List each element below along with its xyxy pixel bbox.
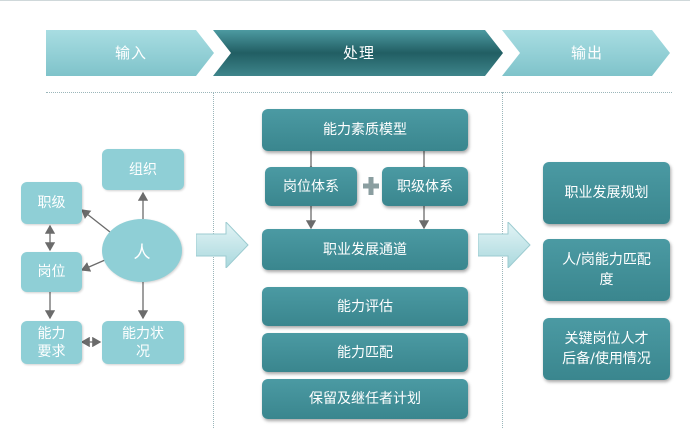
position-system-box: 岗位体系 <box>265 167 357 206</box>
flow-arrow-icon <box>196 222 249 268</box>
career-plan-label: 职业发展规划 <box>564 185 649 201</box>
position-label: 岗位 <box>37 264 66 280</box>
key-talent-label-2: 后备/使用情况 <box>562 351 651 367</box>
career-channel-box: 职业发展通道 <box>262 229 468 270</box>
chevron-shape-icon <box>213 30 503 76</box>
competency-model-label: 能力素质模型 <box>323 122 407 138</box>
person-position-match-label-1: 人/岗能力匹配 <box>562 252 651 268</box>
key-talent-label-1: 关键岗位人才 <box>564 331 649 347</box>
competency-model-box: 能力素质模型 <box>262 109 468 151</box>
ability-status-label-2: 况 <box>136 343 150 360</box>
plus-icon <box>363 177 379 195</box>
chevron-shape-icon <box>46 30 214 76</box>
person-position-match-label-2: 度 <box>599 272 614 288</box>
stage-output-label: 输出 <box>570 44 603 62</box>
column-divider-left <box>213 92 214 428</box>
ability-requirement-box: 能力 要求 <box>21 321 82 364</box>
column-divider-right <box>502 92 503 428</box>
person-ellipse: 人 <box>102 219 182 282</box>
key-talent-box: 关键岗位人才 后备/使用情况 <box>543 318 670 380</box>
ability-assessment-box: 能力评估 <box>262 287 468 326</box>
chevron-shape-icon <box>502 30 670 76</box>
ability-status-box: 能力状 况 <box>102 321 184 364</box>
ability-match-label: 能力匹配 <box>337 344 393 361</box>
ability-match-box: 能力匹配 <box>262 333 468 372</box>
stage-process-label: 处理 <box>342 44 375 62</box>
stage-output-chevron: 输出 <box>502 28 672 78</box>
ability-requirement-label-1: 能力 <box>37 325 66 342</box>
stage-input-label: 输入 <box>114 44 147 62</box>
org-box: 组织 <box>102 149 184 190</box>
person-position-match-box: 人/岗能力匹配 度 <box>543 239 670 301</box>
org-label: 组织 <box>129 161 157 178</box>
career-channel-label: 职业发展通道 <box>323 241 407 258</box>
retention-plan-box: 保留及继任者计划 <box>262 379 468 419</box>
ability-status-label-1: 能力状 <box>122 325 164 342</box>
header-divider <box>46 92 672 93</box>
stage-process-chevron: 处理 <box>213 28 505 78</box>
person-label: 人 <box>133 243 151 263</box>
ability-assessment-label: 能力评估 <box>337 298 393 315</box>
position-box: 岗位 <box>21 252 82 292</box>
flow-arrow-icon <box>478 222 531 268</box>
top-rule <box>0 0 690 1</box>
stage-input-chevron: 输入 <box>46 28 216 78</box>
grade-box: 职级 <box>21 182 82 224</box>
grade-label: 职级 <box>37 195 66 211</box>
career-plan-box: 职业发展规划 <box>543 162 670 224</box>
grade-system-box: 职级体系 <box>382 167 468 206</box>
ability-requirement-label-2: 要求 <box>37 343 66 360</box>
grade-system-label: 职级体系 <box>397 178 453 195</box>
retention-plan-label: 保留及继任者计划 <box>309 391 421 407</box>
position-system-label: 岗位体系 <box>283 178 339 195</box>
